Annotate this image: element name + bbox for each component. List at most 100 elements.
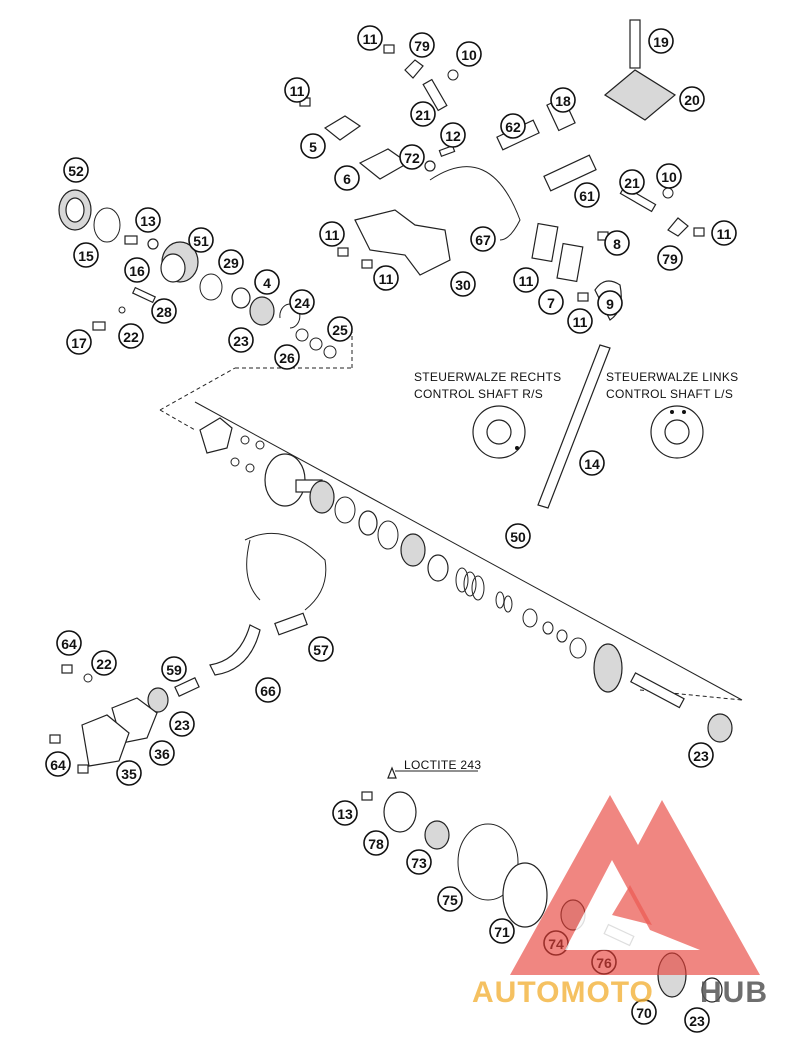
svg-text:19: 19 <box>653 34 669 50</box>
svg-text:35: 35 <box>121 766 137 782</box>
callout-78: 78 <box>363 830 389 856</box>
callout-29: 29 <box>218 249 244 275</box>
callout-11: 11 <box>513 267 539 293</box>
svg-text:36: 36 <box>154 746 170 762</box>
callout-73: 73 <box>406 849 432 875</box>
callout-64: 64 <box>56 630 82 656</box>
callout-35: 35 <box>116 760 142 786</box>
callout-57: 57 <box>308 636 334 662</box>
callout-21: 21 <box>410 101 436 127</box>
callout-15: 15 <box>73 242 99 268</box>
svg-text:9: 9 <box>606 296 614 312</box>
control-shaft-ls-label-de: STEUERWALZE LINKS <box>606 370 738 384</box>
svg-text:15: 15 <box>78 248 94 264</box>
callout-14: 14 <box>579 450 605 476</box>
callout-61: 61 <box>574 182 600 208</box>
callout-17: 17 <box>66 329 92 355</box>
svg-text:10: 10 <box>461 47 477 63</box>
svg-text:21: 21 <box>624 175 640 191</box>
callout-19: 19 <box>648 28 674 54</box>
svg-text:20: 20 <box>684 92 700 108</box>
svg-text:11: 11 <box>379 271 394 287</box>
callout-25: 25 <box>327 316 353 342</box>
callout-36: 36 <box>149 740 175 766</box>
control-shaft-ls-label-en: CONTROL SHAFT L/S <box>606 387 733 401</box>
svg-text:73: 73 <box>411 855 427 871</box>
callout-23: 23 <box>684 1007 710 1033</box>
svg-text:13: 13 <box>140 213 156 229</box>
svg-text:12: 12 <box>445 128 461 144</box>
svg-text:28: 28 <box>156 304 172 320</box>
callout-8: 8 <box>604 230 630 256</box>
svg-text:11: 11 <box>290 83 305 99</box>
callout-70: 70 <box>631 999 657 1025</box>
svg-text:29: 29 <box>223 255 239 271</box>
svg-text:23: 23 <box>233 333 249 349</box>
svg-text:72: 72 <box>404 150 420 166</box>
svg-text:50: 50 <box>510 529 526 545</box>
svg-text:23: 23 <box>174 717 190 733</box>
svg-text:10: 10 <box>661 169 677 185</box>
svg-text:59: 59 <box>166 662 182 678</box>
svg-text:11: 11 <box>519 273 534 289</box>
callout-72: 72 <box>399 144 425 170</box>
callout-12: 12 <box>440 122 466 148</box>
svg-text:25: 25 <box>332 322 348 338</box>
svg-text:11: 11 <box>325 227 340 243</box>
callout-52: 52 <box>63 157 89 183</box>
callout-11: 11 <box>711 220 737 246</box>
callout-16: 16 <box>124 257 150 283</box>
callout-67: 67 <box>470 226 496 252</box>
callout-13: 13 <box>332 800 358 826</box>
svg-text:6: 6 <box>343 171 351 187</box>
callout-66: 66 <box>255 677 281 703</box>
svg-text:22: 22 <box>123 329 139 345</box>
control-shaft-rs-label-en: CONTROL SHAFT R/S <box>414 387 543 401</box>
callout-26: 26 <box>274 344 300 370</box>
callout-62: 62 <box>500 113 526 139</box>
svg-text:66: 66 <box>260 683 276 699</box>
svg-text:75: 75 <box>442 892 458 908</box>
callout-13: 13 <box>135 207 161 233</box>
callout-10: 10 <box>656 163 682 189</box>
svg-text:79: 79 <box>662 251 678 267</box>
svg-text:21: 21 <box>415 107 431 123</box>
callout-50: 50 <box>505 523 531 549</box>
callout-23: 23 <box>228 327 254 353</box>
callout-75: 75 <box>437 886 463 912</box>
callout-7: 7 <box>538 289 564 315</box>
svg-text:7: 7 <box>547 295 555 311</box>
svg-text:52: 52 <box>68 163 84 179</box>
callout-10: 10 <box>456 41 482 67</box>
svg-text:71: 71 <box>494 924 510 940</box>
callout-71: 71 <box>489 918 515 944</box>
svg-text:70: 70 <box>636 1005 652 1021</box>
callout-20: 20 <box>679 86 705 112</box>
svg-text:16: 16 <box>129 263 145 279</box>
svg-text:13: 13 <box>337 806 353 822</box>
svg-text:17: 17 <box>71 335 87 351</box>
control-shaft-rs-gear-icon <box>472 405 526 459</box>
callout-59: 59 <box>161 656 187 682</box>
callout-24: 24 <box>289 289 315 315</box>
callout-23: 23 <box>169 711 195 737</box>
callout-23: 23 <box>688 742 714 768</box>
svg-text:61: 61 <box>579 188 595 204</box>
svg-text:14: 14 <box>584 456 600 472</box>
svg-text:24: 24 <box>294 295 310 311</box>
svg-text:11: 11 <box>363 31 378 47</box>
svg-text:4: 4 <box>263 275 271 291</box>
callout-22: 22 <box>91 650 117 676</box>
svg-text:78: 78 <box>368 836 384 852</box>
callout-5: 5 <box>300 133 326 159</box>
svg-text:64: 64 <box>50 757 66 773</box>
svg-text:11: 11 <box>717 226 732 242</box>
svg-text:67: 67 <box>475 232 491 248</box>
loctite-label: LOCTITE 243 <box>404 758 481 772</box>
callout-18: 18 <box>550 87 576 113</box>
watermark-brand-text-1: AUTOMOTO <box>472 976 654 1009</box>
automotohub-watermark-logo <box>510 795 760 975</box>
control-shaft-rs-label-de: STEUERWALZE RECHTS <box>414 370 561 384</box>
